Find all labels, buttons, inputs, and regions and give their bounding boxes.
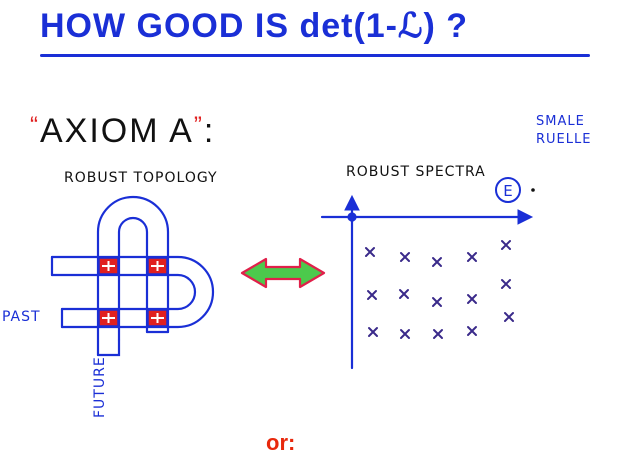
horseshoe-vertical-strip [96, 195, 170, 357]
eigenvalue-mark-8 [432, 297, 442, 307]
axiom-colon: : [203, 112, 216, 150]
past-label: PAST [2, 309, 41, 325]
eigenvalue-symbol-text: E [503, 182, 512, 200]
eigenvalue-mark-9 [467, 294, 477, 304]
horseshoe-horizontal-strip [50, 255, 215, 329]
eigenvalue-marks [365, 240, 514, 339]
axiom-close-quote: ” [193, 112, 204, 139]
robust-spectra-heading: ROBUST SPECTRA [346, 164, 486, 180]
eigenvalue-mark-1 [365, 247, 375, 257]
double-arrow-icon [240, 257, 326, 289]
axiom-a-heading: “AXIOM A”: [30, 112, 215, 151]
eigenvalue-symbol-icon: E [495, 177, 535, 203]
eigenvalue-mark-3 [432, 257, 442, 267]
complex-plane-axes [320, 194, 534, 370]
crossing-square-top-left [98, 257, 119, 275]
author-ruelle: RUELLE [536, 132, 592, 147]
eigenvalue-mark-12 [400, 329, 410, 339]
eigenvalue-mark-4 [467, 252, 477, 262]
eigenvalue-mark-2 [400, 252, 410, 262]
axiom-text: AXIOM A [40, 112, 194, 150]
crossing-square-bottom-left [98, 309, 119, 327]
slide-title: HOW GOOD IS det(1-ℒ) ? [40, 7, 469, 45]
title-underline [40, 54, 590, 57]
eigenvalue-mark-11 [368, 327, 378, 337]
eigenvalue-mark-5 [501, 240, 511, 250]
eigenvalue-mark-6 [367, 290, 377, 300]
eigenvalue-mark-14 [467, 326, 477, 336]
eigenvalue-mark-13 [433, 329, 443, 339]
axiom-open-quote: “ [30, 112, 40, 139]
author-smale: SMALE [536, 114, 585, 129]
eigenvalue-mark-10 [501, 279, 511, 289]
crossing-square-bottom-right [147, 309, 168, 327]
crossing-square-top-right [147, 257, 168, 275]
or-footer: or: [266, 430, 296, 455]
eigenvalue-mark-15 [504, 312, 514, 322]
robust-topology-heading: ROBUST TOPOLOGY [64, 170, 218, 186]
authors-note: SMALE RUELLE [536, 113, 591, 149]
eigenvalue-mark-7 [399, 289, 409, 299]
